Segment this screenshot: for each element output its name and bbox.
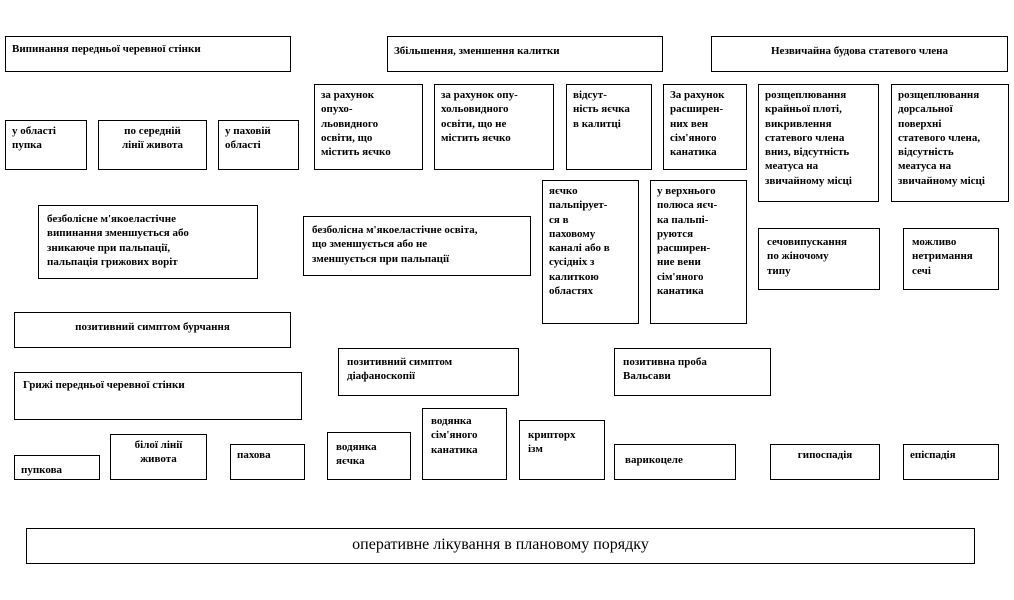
diagnosis-inguinal-hernia: пахова xyxy=(230,444,305,480)
finding-female-type-urination: сечовипускання по жіночому типу xyxy=(758,228,880,290)
diagnosis-hypospadias: гипоспадія xyxy=(770,444,880,480)
finding-reducible-protrusion: безболісне м'якоеластічне випинання змен… xyxy=(38,205,258,279)
header-scrotum-size-change: Збільшення, зменшення калитки xyxy=(387,36,663,72)
diagnosis-varicocele: варикоцеле xyxy=(614,444,736,480)
diagnosis-cryptorchidism: крипторх ізм xyxy=(519,420,605,480)
test-rumbling-symptom: позитивний симптом бурчання xyxy=(14,312,291,348)
symptom-absent-testicle: відсут- ність яєчка в калитці xyxy=(566,84,652,170)
diagnosis-group-hernias: Грижі передньої черевної стінки xyxy=(14,372,302,420)
symptom-tumor-without-testicle: за рахунок опу- хольовидного освіти, що … xyxy=(434,84,554,170)
finding-urinary-incontinence: можливо нетримання сечі xyxy=(903,228,999,290)
finding-soft-elastic-formation: безболісна м'якоеластічне освіта, що зме… xyxy=(303,216,531,276)
symptom-umbilical-area: у області пупка xyxy=(5,120,87,170)
header-abdominal-wall-protrusion: Випинання передньої черевної стінки xyxy=(5,36,291,72)
diagnosis-umbilical-hernia: пупкова xyxy=(14,455,100,480)
finding-dilated-veins-palpated: у верхнього полюса яєч- ка пальпі- руютс… xyxy=(650,180,747,324)
header-penis-structure: Незвичайна будова статевого члена xyxy=(711,36,1008,72)
test-valsalva: позитивна проба Вальсави xyxy=(614,348,771,396)
test-diaphanoscopy: позитивний симптом діафаноскопії xyxy=(338,348,519,396)
symptom-foreskin-split: розщеплювання крайньої плоті, викривленн… xyxy=(758,84,879,202)
symptom-midline-abdomen: по середній лінії живота xyxy=(98,120,207,170)
diagnosis-testicular-hydrocele: водянка яєчка xyxy=(327,432,411,480)
symptom-tumor-with-testicle: за рахунок опухо- льовидного освіти, що … xyxy=(314,84,423,170)
finding-testicle-palpated: яєчко пальпірует- ся в паховому каналі а… xyxy=(542,180,639,324)
diagnosis-cord-hydrocele: водянка сім'яного канатика xyxy=(422,408,507,480)
symptom-inguinal-area: у паховій області xyxy=(218,120,299,170)
treatment-planned-surgery: оперативне лікування в плановому порядку xyxy=(26,528,975,564)
symptom-dorsal-split: розщеплювання дорсальної поверхні статев… xyxy=(891,84,1009,202)
symptom-dilated-cord-veins: За рахунок расширен- них вен сім'яного к… xyxy=(663,84,747,170)
diagnosis-linea-alba-hernia: білої лінії живота xyxy=(110,434,207,480)
diagnosis-epispadias: епіспадія xyxy=(903,444,999,480)
